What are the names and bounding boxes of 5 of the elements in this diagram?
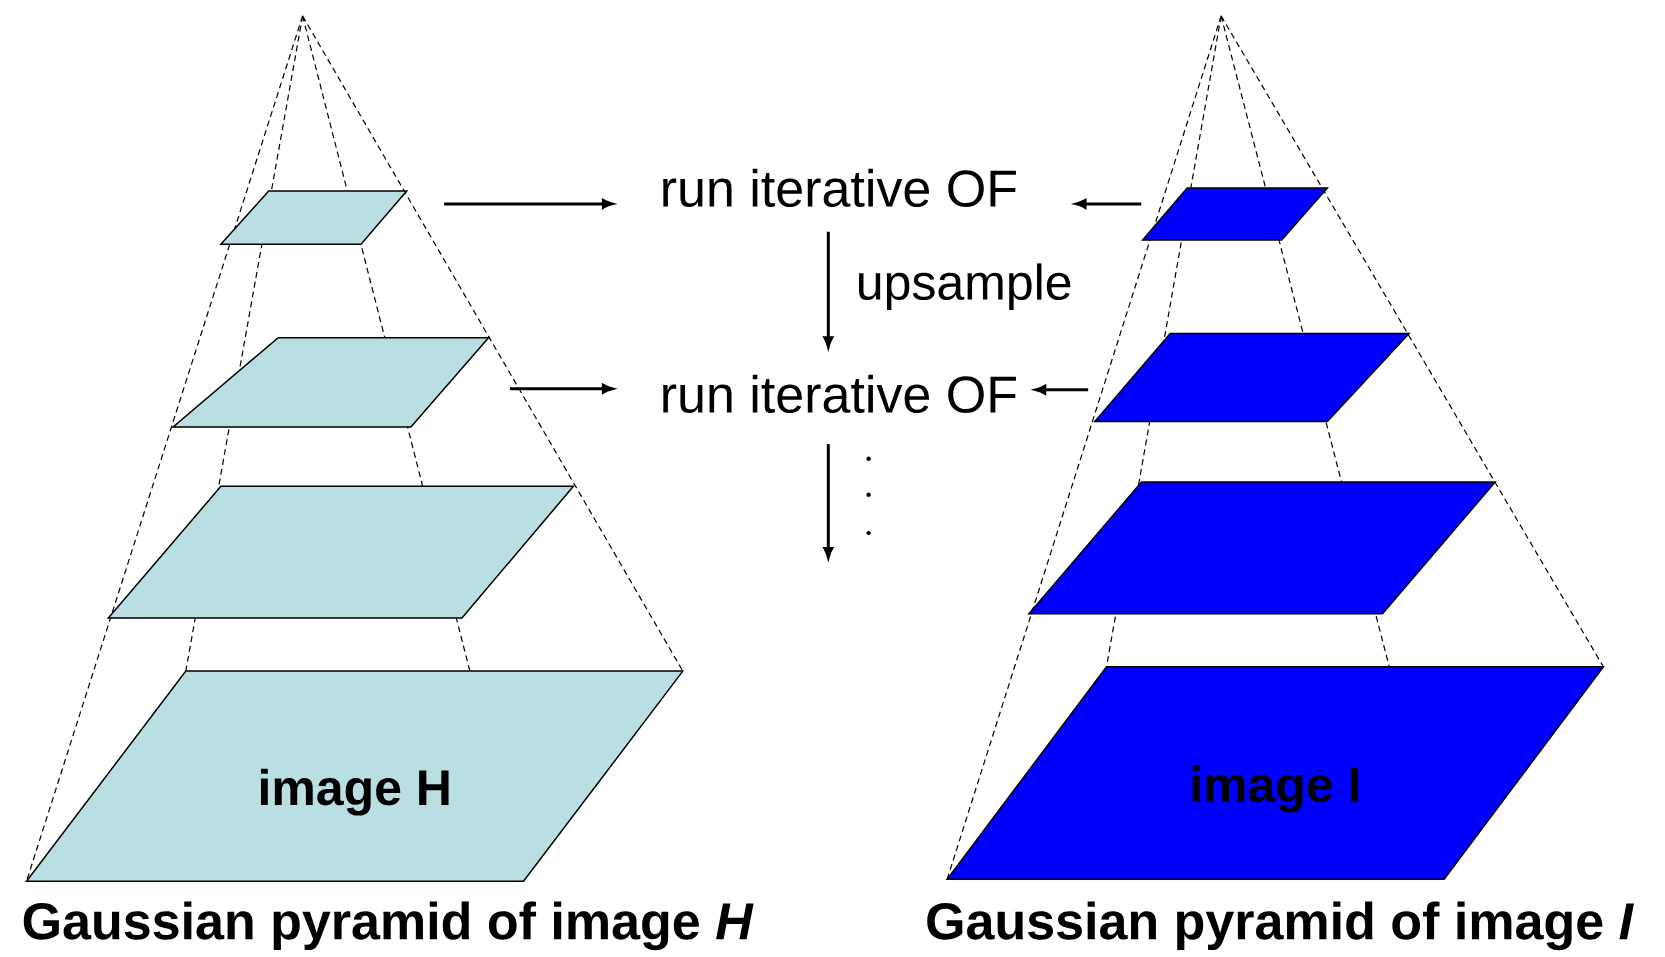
step-text: run iterative OF [663,168,1016,208]
edge-label: upsample [853,261,1075,312]
pyramid-level: image H [25,670,685,883]
step-text: run iterative OF [663,374,1016,414]
pyramid-level [1141,187,1329,241]
